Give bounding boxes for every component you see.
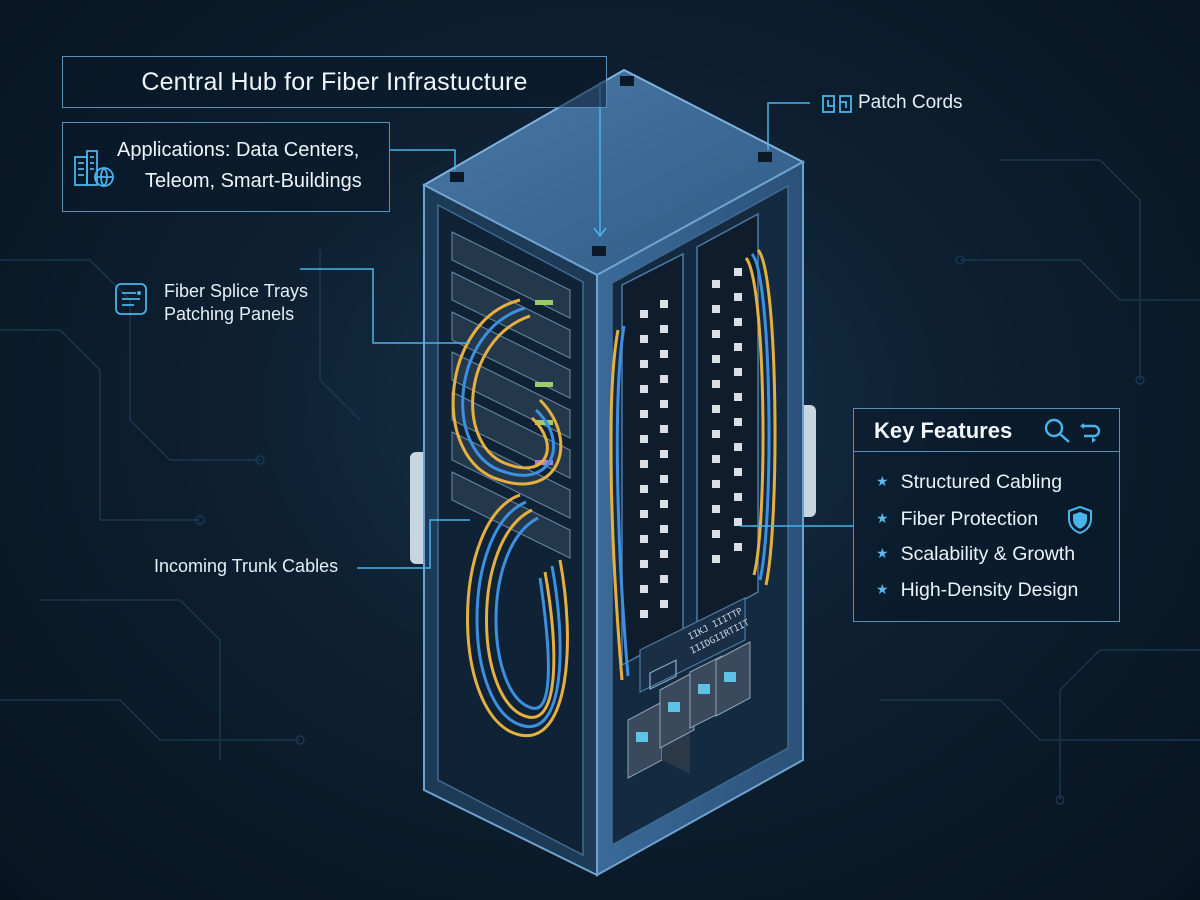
splice-tray-icon: [115, 283, 147, 315]
star-icon: ★: [876, 581, 889, 597]
star-icon: ★: [876, 473, 889, 489]
magnifier-icon: [1044, 418, 1101, 443]
city-globe-icon: [74, 150, 114, 187]
key-features-box: Key Features ★ Structured Cabling ★ Fiber …: [853, 408, 1120, 622]
applications-line2: Teleom, Smart-Buildings: [145, 170, 362, 192]
feature-label: Fiber Protection: [900, 508, 1039, 530]
star-icon: ★: [876, 545, 889, 561]
feature-label: High-Density Design: [900, 579, 1079, 601]
circuit-traces: [0, 159, 1200, 805]
fiber-loops-left: [451, 298, 569, 738]
diagram-title: Central Hub for Fiber Infrastucture: [141, 67, 528, 96]
feature-item: ★ Scalability & Growth: [876, 543, 1075, 566]
splice-label-line1: Fiber Splice Trays: [164, 281, 309, 301]
patch-ports-right: [712, 268, 742, 563]
patch-cord-icon: [822, 95, 852, 113]
patch-cords-label: Patch Cords: [858, 92, 963, 113]
trunk-cables-label: Incoming Trunk Cables: [154, 556, 339, 576]
feature-label: Scalability & Growth: [900, 543, 1076, 565]
leader-lines: [300, 82, 853, 569]
patch-panel-left: [621, 252, 684, 667]
label-panel: [639, 597, 746, 693]
applications-line1: Applications: Data Centers,: [117, 139, 360, 161]
feature-label: Structured Cabling: [900, 471, 1063, 493]
patch-panel-right: [696, 212, 759, 627]
feature-item: ★ Fiber Protection: [876, 508, 1038, 531]
patch-cords: [609, 248, 777, 681]
feature-item: ★ Structured Cabling: [876, 471, 1062, 494]
shield-icon: [1068, 505, 1092, 535]
splice-label-line2: Patching Panels: [164, 304, 295, 324]
patch-ports-left: [640, 300, 668, 618]
feature-item: ★ High-Density Design: [876, 579, 1078, 602]
power-modules: [627, 641, 751, 779]
title-box: Central Hub for Fiber Infrastucture: [62, 56, 607, 108]
star-icon: ★: [876, 510, 889, 526]
applications-box: Applications: Data Centers, Teleom, Smar…: [62, 122, 390, 212]
key-features-header: Key Features: [854, 409, 1119, 452]
key-features-title: Key Features: [874, 418, 1013, 443]
